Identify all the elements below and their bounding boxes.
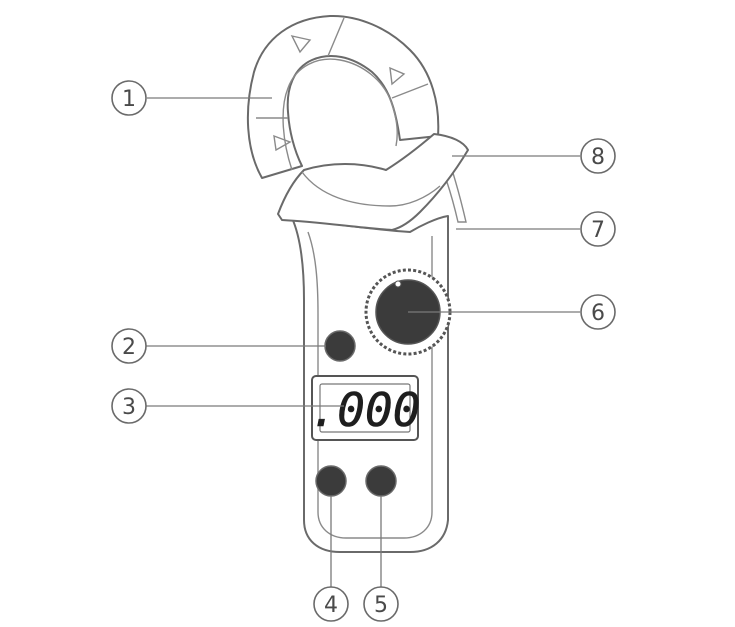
- clamp-jaw: [246, 14, 440, 179]
- jaw-triangle-top: [290, 34, 312, 54]
- button-4[interactable]: [315, 465, 347, 497]
- callout-1: 1: [111, 80, 147, 116]
- callout-8: 8: [580, 138, 616, 174]
- callout-label-2: 2: [122, 335, 136, 360]
- callout-label-8: 8: [591, 145, 605, 170]
- callout-7: 7: [580, 211, 616, 247]
- lcd-reading: .000: [310, 383, 421, 437]
- jaw-inner-opening: [282, 58, 398, 171]
- jaw-triangle-left: [273, 134, 292, 152]
- jaw-triangle-right: [389, 66, 406, 86]
- callout-label-7: 7: [591, 218, 605, 243]
- callout-label-3: 3: [122, 395, 136, 420]
- callout-5: 5: [363, 586, 399, 622]
- callout-6: 6: [580, 294, 616, 330]
- callout-2: 2: [111, 328, 147, 364]
- body-inner-panel: [307, 231, 433, 539]
- callout-label-4: 4: [324, 593, 338, 618]
- hold-button[interactable]: [324, 330, 356, 362]
- rotary-dial-pointer: [394, 280, 402, 288]
- lcd-display: .000: [309, 375, 421, 441]
- button-5[interactable]: [365, 465, 397, 497]
- jaw-outer: [246, 14, 440, 179]
- lcd-screen: [319, 383, 411, 433]
- callout-leaders: [146, 97, 580, 587]
- grip-collar: [277, 133, 469, 231]
- callout-4: 4: [313, 586, 349, 622]
- callout-3: 3: [111, 388, 147, 424]
- callout-label-6: 6: [591, 301, 605, 326]
- callout-label-5: 5: [374, 593, 388, 618]
- callout-label-1: 1: [122, 87, 136, 112]
